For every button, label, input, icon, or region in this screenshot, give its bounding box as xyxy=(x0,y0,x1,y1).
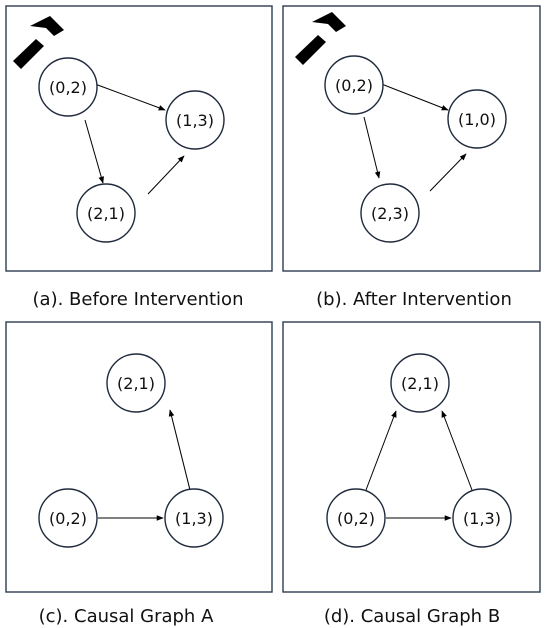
svg-text:(0,2): (0,2) xyxy=(337,509,375,528)
node-c-2: (0,2) xyxy=(38,488,98,548)
edge-0-2-to-2-1 xyxy=(84,119,104,184)
panel-b: (0,2) (1,0) (2,3) (b). After Interventio… xyxy=(282,5,541,310)
svg-text:(2,1): (2,1) xyxy=(401,374,439,393)
node-a-2: (1,3) xyxy=(165,90,225,150)
panel-a-frame xyxy=(5,5,273,272)
node-a-3: (2,1) xyxy=(76,183,136,243)
panel-d-caption: (d). Causal Graph B xyxy=(324,606,500,627)
panel-a: (0,2) (1,3) (2,1) (a). Before Interventi… xyxy=(5,5,273,310)
svg-text:(0,2): (0,2) xyxy=(335,76,373,95)
svg-text:(0,2): (0,2) xyxy=(49,78,87,97)
svg-text:(1,3): (1,3) xyxy=(175,509,213,528)
node-d-1: (2,1) xyxy=(390,353,450,413)
panel-c: (2,1) (0,2) (1,3) (c). Causal Graph A xyxy=(5,321,273,627)
svg-text:(1,3): (1,3) xyxy=(176,111,214,130)
node-d-2: (0,2) xyxy=(326,488,386,548)
svg-text:(1,0): (1,0) xyxy=(458,110,496,129)
svg-text:(2,3): (2,3) xyxy=(371,204,409,223)
node-b-3: (2,3) xyxy=(360,183,420,243)
edge-1-3-to-2-1 xyxy=(168,409,191,491)
edge-2-3-to-1-0 xyxy=(429,153,467,192)
edge-1-3-to-2-1 xyxy=(441,410,473,491)
node-c-3: (1,3) xyxy=(164,488,224,548)
panel-b-caption: (b). After Intervention xyxy=(316,289,512,310)
svg-text:(0,2): (0,2) xyxy=(49,509,87,528)
node-a-1: (0,2) xyxy=(38,57,98,117)
svg-text:(1,3): (1,3) xyxy=(463,509,501,528)
svg-text:(2,1): (2,1) xyxy=(117,374,155,393)
node-b-1: (0,2) xyxy=(324,55,384,115)
panel-c-caption: (c). Causal Graph A xyxy=(39,606,214,627)
edge-2-1-to-1-3 xyxy=(147,155,185,195)
hammer-icon xyxy=(13,16,64,69)
node-d-3: (1,3) xyxy=(452,488,512,548)
edge-0-2-to-1-3 xyxy=(94,83,166,111)
edge-0-2-to-2-1 xyxy=(365,410,397,491)
panel-d: (2,1) (0,2) (1,3) (d). Causal Graph B xyxy=(282,321,541,627)
node-b-2: (1,0) xyxy=(447,89,507,149)
panel-a-caption: (a). Before Intervention xyxy=(33,289,244,310)
edge-0-2-to-2-3 xyxy=(363,116,381,179)
edge-0-2-to-1-0 xyxy=(378,82,449,111)
hammer-icon xyxy=(295,12,346,65)
node-c-1: (2,1) xyxy=(106,353,166,413)
svg-text:(2,1): (2,1) xyxy=(87,204,125,223)
